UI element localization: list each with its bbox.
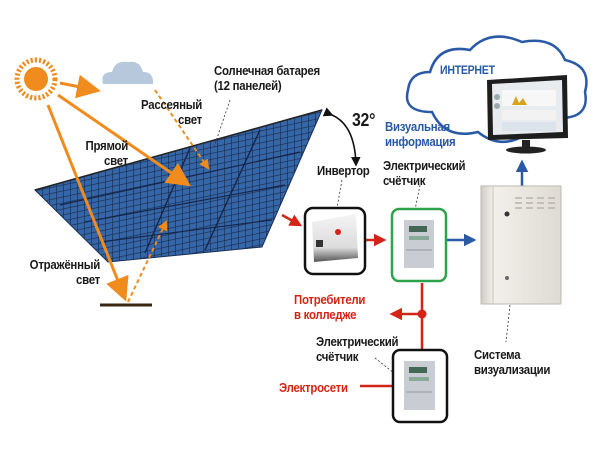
visual-info-label: Визуальная информация — [385, 119, 456, 149]
scattered-ray-arrow — [59, 74, 101, 99]
meter-bottom-label: Электрический счётчик — [316, 334, 399, 364]
reflected-outgoing-arrow — [127, 220, 168, 303]
electric-meter-bottom — [391, 348, 449, 424]
grid-label: Электросети — [279, 380, 348, 395]
meter-top-label: Электрический счётчик — [383, 158, 466, 188]
scattered-light-label: Рассеяный свет — [141, 97, 202, 127]
power-lines — [281, 213, 427, 388]
direct-light-label: Прямой свет — [85, 138, 129, 168]
reflected-incoming-arrow — [46, 104, 129, 302]
inverter-label: Инвертор — [317, 163, 370, 178]
power-arrow-panel-to-inverter — [281, 213, 303, 227]
monitor-icon — [487, 75, 568, 154]
junction-dot — [417, 309, 427, 319]
visualization-system-label: Система визуализации — [474, 347, 551, 377]
diffuse-ray-arrow — [154, 89, 210, 170]
electric-meter-top — [390, 207, 448, 283]
inverter-device — [303, 206, 367, 276]
consumers-label: Потребители в колледже — [294, 292, 366, 322]
visualization-cabinet — [480, 185, 562, 305]
solar-battery-label: Солнечная батарея (12 панелей) — [214, 63, 320, 93]
leader-lines — [213, 99, 511, 374]
tilt-angle-label: 32° — [352, 110, 376, 130]
light-rays — [46, 74, 210, 307]
reflected-light-label: Отражённый свет — [29, 257, 101, 287]
solar-panel-array — [34, 109, 323, 263]
tilt-angle-arc — [322, 107, 361, 167]
direct-ray-arrow — [57, 93, 191, 187]
cloud-icon — [102, 61, 154, 84]
internet-label: ИНТЕРНЕТ — [440, 63, 495, 77]
sun-icon — [14, 57, 58, 101]
